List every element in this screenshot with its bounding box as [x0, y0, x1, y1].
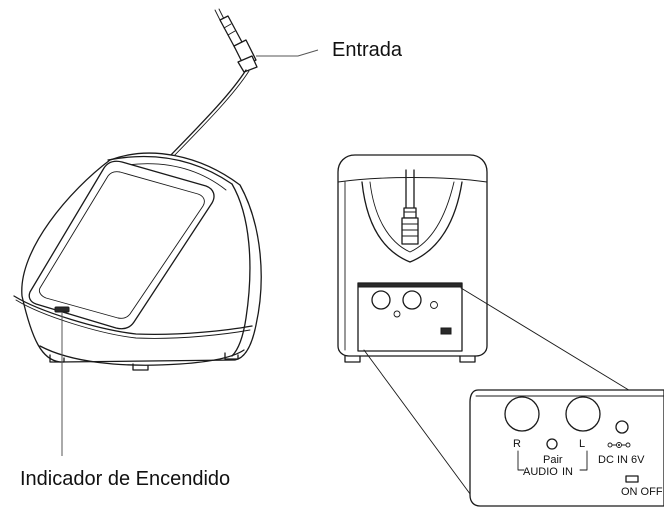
speaker-dock-rear-view — [337, 154, 488, 363]
dc-in-jack — [615, 420, 629, 434]
zoom-line-top — [460, 287, 633, 393]
power-indicator-label: Indicador de Encendido — [20, 468, 230, 490]
audio-in-label-2: IN — [562, 466, 573, 478]
audio-jack-plug — [214, 8, 258, 73]
pair-label: Pair — [543, 454, 563, 466]
audio-left-label: L — [579, 438, 585, 450]
audio-jack-right — [504, 396, 540, 432]
input-callout: Entrada — [256, 39, 403, 61]
rear-recess — [361, 181, 463, 263]
audio-jack-left — [565, 396, 601, 432]
rear-panel-detail: R L Pair AUDIO IN DC IN 6V ON OFF — [469, 389, 664, 507]
power-indicator-led — [54, 306, 70, 313]
pair-button — [546, 438, 558, 450]
dc-polarity-icon — [607, 442, 631, 448]
zoom-line-bottom — [363, 349, 477, 503]
dock-screen — [28, 160, 215, 330]
power-indicator-callout: Indicador de Encendido — [20, 312, 230, 490]
dc-in-label: DC IN 6V — [598, 454, 645, 466]
audio-right-label: R — [513, 438, 521, 450]
input-label: Entrada — [332, 39, 403, 61]
audio-in-label: AUDIO — [523, 466, 558, 478]
audio-cable — [167, 69, 247, 159]
speaker-dock-front-view — [13, 8, 262, 371]
power-switch-label: ON OFF — [621, 486, 663, 498]
power-switch — [625, 475, 639, 483]
